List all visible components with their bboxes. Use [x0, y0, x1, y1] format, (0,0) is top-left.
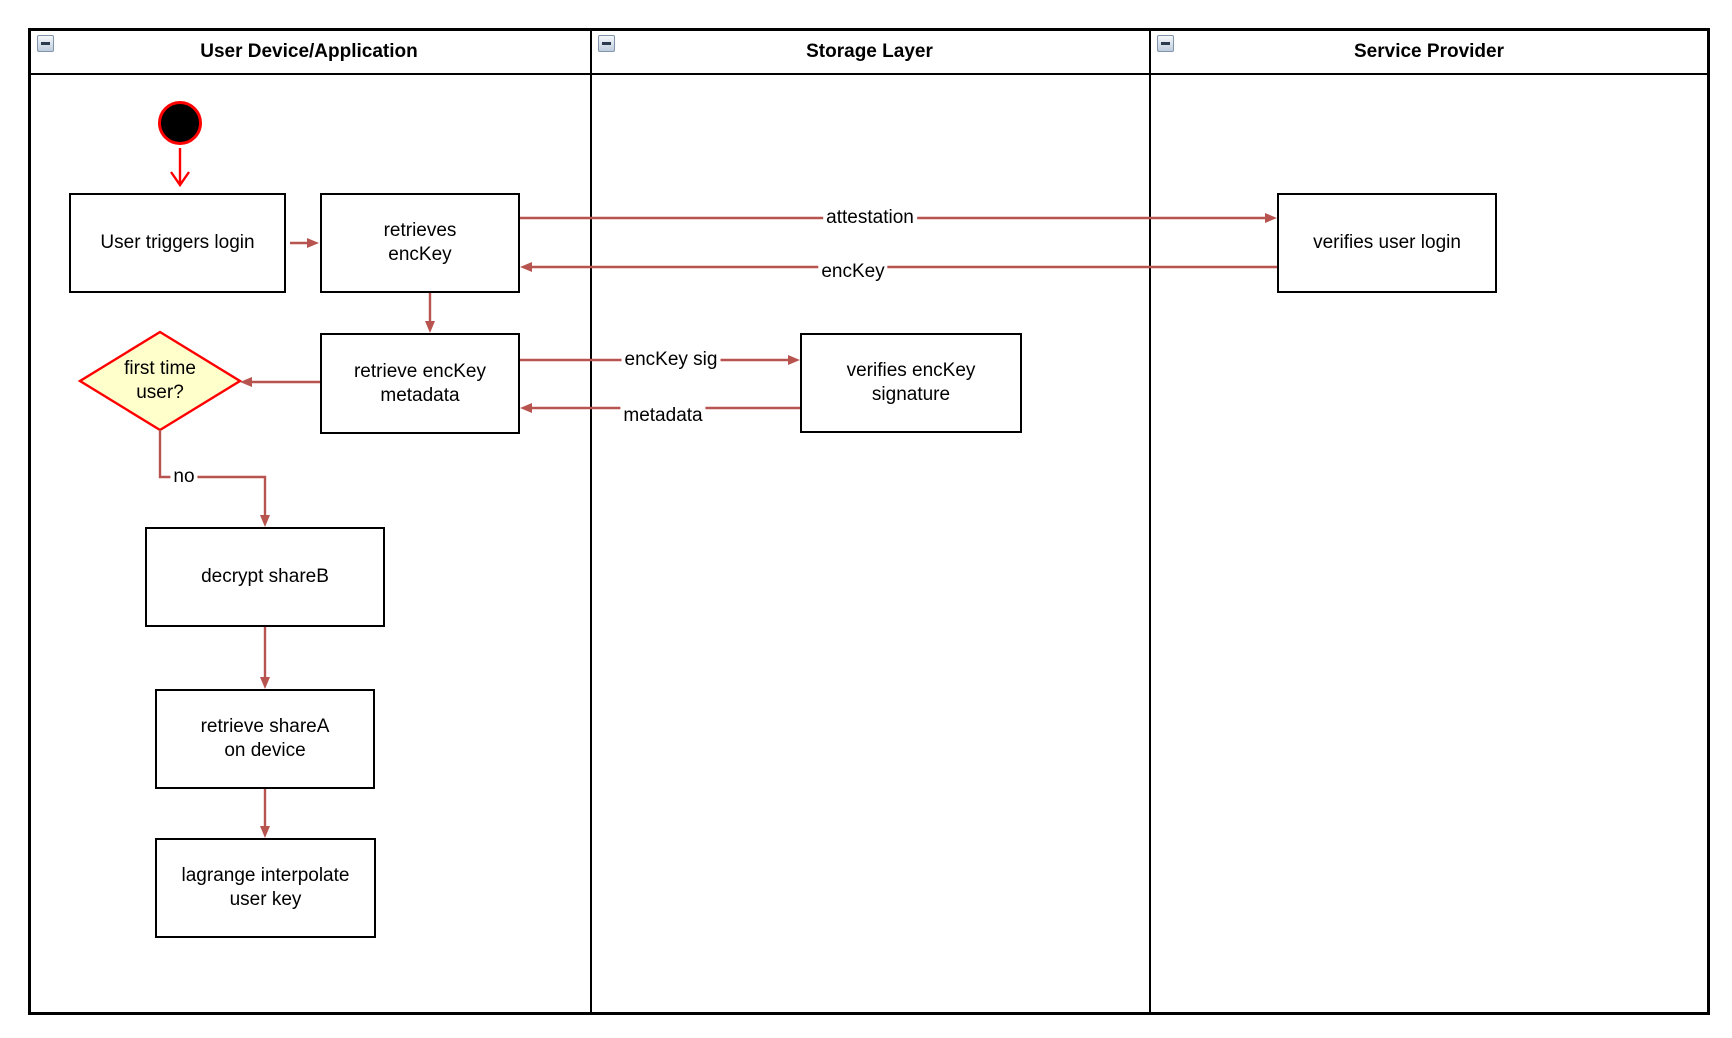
edge-label-attestation[interactable]: attestation: [823, 207, 917, 229]
activity-verifies-enckey-signature[interactable]: verifies encKey signature: [800, 333, 1022, 433]
edge-label-enckey-sig[interactable]: encKey sig: [621, 349, 721, 371]
lane-title-storage-layer: Storage Layer: [806, 41, 933, 62]
activity-label: retrieve encKey metadata: [353, 360, 486, 406]
lane-header-user-device[interactable]: User Device/Application: [31, 31, 587, 73]
activity-retrieves-enckey[interactable]: retrieves encKey: [320, 193, 520, 293]
activity-label: verifies encKey signature: [846, 360, 976, 405]
edge-label-enckey[interactable]: encKey: [818, 261, 888, 283]
activity-label: User triggers login: [100, 232, 255, 253]
collapse-button[interactable]: [37, 35, 54, 52]
lane-title-user-device: User Device/Application: [200, 41, 418, 62]
lane-divider-2: [1149, 28, 1151, 1015]
activity-decrypt-shareb[interactable]: decrypt shareB: [145, 527, 385, 627]
minus-icon: [41, 42, 50, 45]
lane-header-service-provider[interactable]: Service Provider: [1151, 31, 1707, 73]
decision-label[interactable]: first time user?: [100, 347, 220, 415]
activity-user-triggers-login[interactable]: User triggers login: [69, 193, 286, 293]
activity-verifies-user-login[interactable]: verifies user login: [1277, 193, 1497, 293]
collapse-button[interactable]: [1157, 35, 1174, 52]
activity-label: decrypt shareB: [201, 566, 329, 587]
edge-label-no[interactable]: no: [170, 466, 198, 488]
activity-label: verifies user login: [1313, 232, 1461, 253]
activity-retrieve-enckey-metadata[interactable]: retrieve encKey metadata: [320, 333, 520, 434]
edge-label-metadata[interactable]: metadata: [620, 405, 706, 427]
activity-lagrange-interpolate-user-key[interactable]: lagrange interpolate user key: [155, 838, 376, 938]
lane-divider-1: [590, 28, 592, 1015]
decision-text: first time user?: [124, 358, 196, 403]
lane-title-service-provider: Service Provider: [1354, 41, 1504, 62]
start-node[interactable]: [158, 101, 202, 145]
lane-header-storage-layer[interactable]: Storage Layer: [592, 31, 1147, 73]
collapse-button[interactable]: [598, 35, 615, 52]
header-separator: [28, 73, 1710, 75]
activity-retrieve-sharea-on-device[interactable]: retrieve shareA on device: [155, 689, 375, 789]
pool-border: [28, 28, 1710, 1015]
activity-label: retrieve shareA on device: [200, 716, 330, 761]
minus-icon: [602, 42, 611, 45]
minus-icon: [1161, 42, 1170, 45]
activity-label: lagrange interpolate user key: [181, 865, 350, 910]
activity-label: retrieves encKey: [383, 220, 457, 265]
